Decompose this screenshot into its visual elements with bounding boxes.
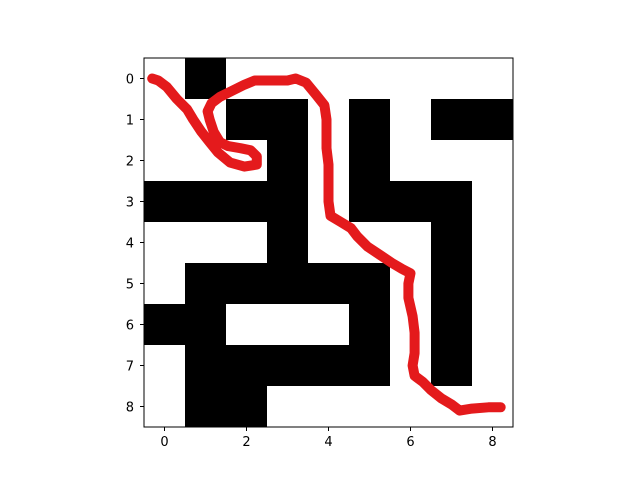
open-cell <box>431 58 473 100</box>
x-axis: 0 2 4 6 8 <box>160 427 497 450</box>
wall-cell <box>349 304 391 346</box>
wall-cell <box>144 304 186 346</box>
open-cell <box>144 140 186 182</box>
wall-cell <box>226 386 268 428</box>
y-axis: 0 1 2 3 4 5 6 7 8 <box>126 73 144 416</box>
open-cell <box>308 386 350 428</box>
y-tick-label: 3 <box>126 196 134 211</box>
wall-cell <box>185 304 227 346</box>
y-tick-label: 2 <box>126 155 134 170</box>
wall-cell <box>308 345 350 387</box>
wall-cell <box>431 222 473 264</box>
y-tick-label: 8 <box>126 401 134 416</box>
wall-cell <box>185 386 227 428</box>
open-cell <box>390 386 432 428</box>
wall-cell <box>431 99 473 141</box>
x-tick-label: 6 <box>406 435 414 450</box>
wall-cell <box>431 263 473 305</box>
wall-cell <box>144 181 186 223</box>
wall-cell <box>185 345 227 387</box>
open-cell <box>472 140 514 182</box>
open-cell <box>390 222 432 264</box>
wall-cell <box>431 345 473 387</box>
open-cell <box>390 140 432 182</box>
open-cell <box>226 222 268 264</box>
wall-cell <box>267 99 309 141</box>
open-cell <box>472 58 514 100</box>
open-cell <box>390 99 432 141</box>
y-tick-label: 1 <box>126 114 134 129</box>
wall-cell <box>185 181 227 223</box>
open-cell <box>472 263 514 305</box>
y-tick-label: 6 <box>126 319 134 334</box>
wall-cell <box>390 181 432 223</box>
open-cell <box>431 140 473 182</box>
open-cell <box>226 304 268 346</box>
wall-cell <box>349 345 391 387</box>
wall-cell <box>226 99 268 141</box>
open-cell <box>472 222 514 264</box>
x-tick-label: 4 <box>324 435 332 450</box>
wall-cell <box>267 140 309 182</box>
x-tick-label: 2 <box>242 435 250 450</box>
y-tick-label: 0 <box>126 73 134 88</box>
open-cell <box>472 304 514 346</box>
y-tick-label: 5 <box>126 278 134 293</box>
open-cell <box>267 304 309 346</box>
open-cell <box>308 304 350 346</box>
wall-cell <box>267 181 309 223</box>
wall-cell <box>226 263 268 305</box>
wall-cell <box>267 222 309 264</box>
open-cell <box>144 263 186 305</box>
open-cell <box>267 386 309 428</box>
x-tick-label: 8 <box>488 435 496 450</box>
y-tick-label: 7 <box>126 360 134 375</box>
wall-cell <box>267 263 309 305</box>
wall-cell <box>226 345 268 387</box>
wall-cell <box>431 181 473 223</box>
open-cell <box>144 386 186 428</box>
open-cell <box>472 345 514 387</box>
y-tick-label: 4 <box>126 237 134 252</box>
open-cell <box>349 58 391 100</box>
wall-cell <box>349 263 391 305</box>
open-cell <box>144 222 186 264</box>
x-tick-label: 0 <box>160 435 168 450</box>
wall-cell <box>267 345 309 387</box>
wall-cell <box>349 140 391 182</box>
open-cell <box>185 222 227 264</box>
wall-cell <box>226 181 268 223</box>
wall-cell <box>431 304 473 346</box>
wall-cell <box>308 263 350 305</box>
wall-cell <box>349 99 391 141</box>
solution-path <box>147 73 506 416</box>
wall-cell <box>472 99 514 141</box>
wall-cell <box>185 263 227 305</box>
open-cell <box>349 386 391 428</box>
open-cell <box>472 181 514 223</box>
open-cell <box>390 58 432 100</box>
open-cell <box>144 345 186 387</box>
wall-cell <box>349 181 391 223</box>
